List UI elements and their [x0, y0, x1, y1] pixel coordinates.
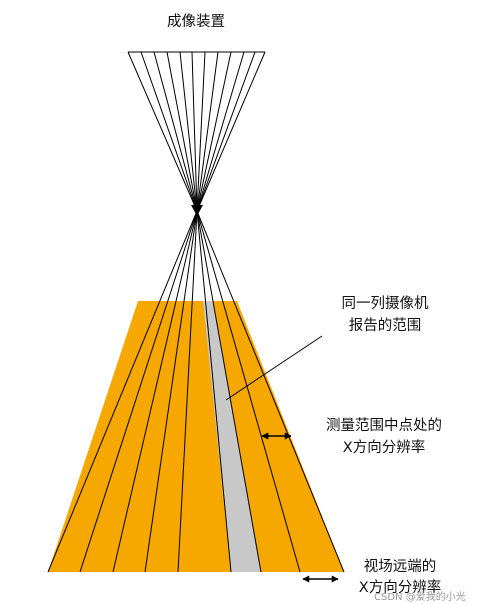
far-resolution-label-line1: 视场远端的: [363, 559, 437, 575]
focal-point: [191, 205, 203, 216]
camera-range-label-line2: 报告的范围: [348, 318, 422, 334]
camera-range-label-line1: 同一列摄像机: [341, 296, 429, 312]
watermark: CSDN @爱我的小光: [374, 592, 466, 603]
center-resolution-label-line1: 测量范围中点处的: [326, 418, 442, 434]
center-resolution-label-line2: X方向分辨率: [342, 440, 426, 456]
view-rays: [47, 210, 345, 573]
camera-column-highlight: [203, 301, 261, 572]
camera-range-pointer: [225, 335, 323, 401]
far-resolution-label-line2: X方向分辨率: [358, 580, 442, 596]
imaging-device-cone: [127, 51, 266, 212]
imaging-device-label: 成像装置: [167, 14, 225, 30]
field-of-view-area: [48, 301, 344, 572]
